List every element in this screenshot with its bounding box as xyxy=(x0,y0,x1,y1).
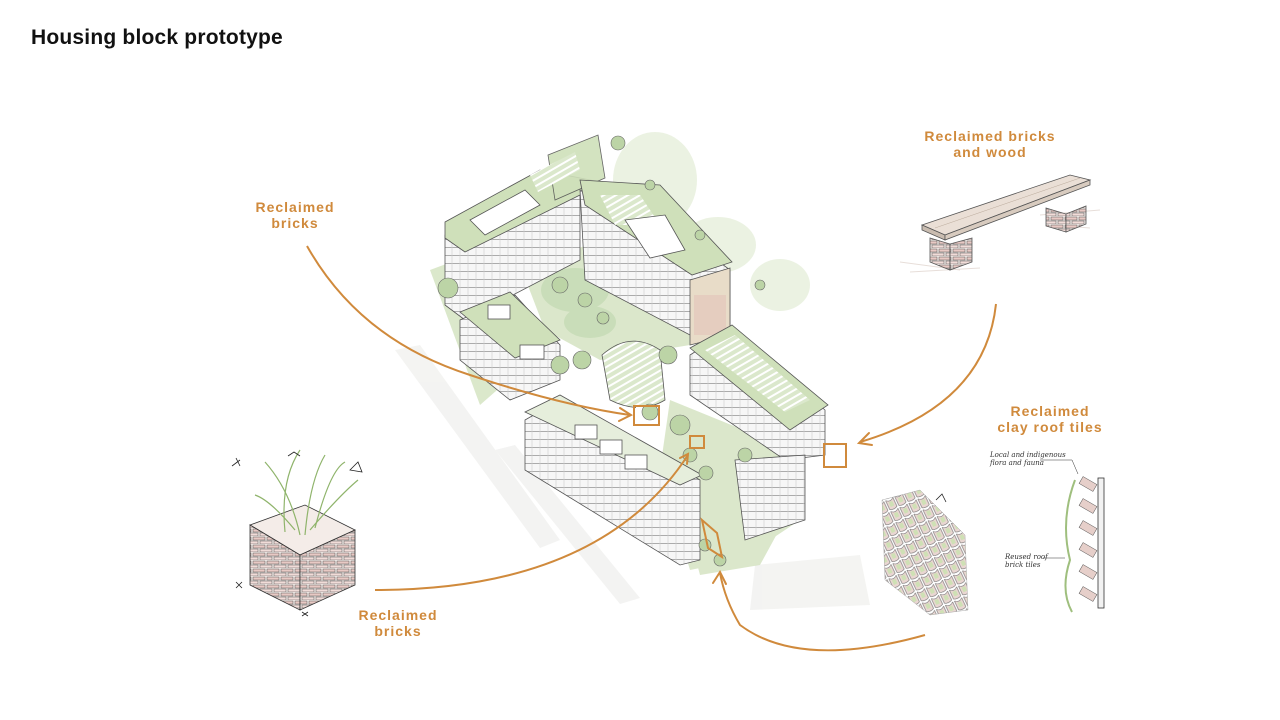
label-line-2: clay roof tiles xyxy=(975,419,1125,435)
highlight-box-bench xyxy=(824,444,846,467)
label-reclaimed-clay-roof-tiles: Reclaimed clay roof tiles xyxy=(975,403,1125,435)
clay-tiles-illustration xyxy=(882,490,968,615)
brick-planter-illustration xyxy=(232,450,362,616)
label-reclaimed-bricks-top: Reclaimed bricks xyxy=(245,199,345,231)
note-line-2: brick tiles xyxy=(1005,561,1048,569)
label-line-2: bricks xyxy=(245,215,345,231)
note-line-1: Local and indigenous xyxy=(990,451,1066,459)
label-line-1: Reclaimed xyxy=(245,199,345,215)
note-line-2: flora and fauna xyxy=(990,459,1066,467)
label-line-2: and wood xyxy=(905,144,1075,160)
label-line-1: Reclaimed bricks xyxy=(905,128,1075,144)
label-reclaimed-bricks-bottom: Reclaimed bricks xyxy=(348,607,448,639)
note-line-1: Reused roof xyxy=(1005,553,1048,561)
note-reused-tiles: Reused roof brick tiles xyxy=(1005,553,1048,569)
note-flora-fauna: Local and indigenous flora and fauna xyxy=(990,451,1066,467)
label-line-1: Reclaimed xyxy=(348,607,448,623)
label-line-1: Reclaimed xyxy=(975,403,1125,419)
tile-wall-section xyxy=(1040,460,1104,612)
label-line-2: bricks xyxy=(348,623,448,639)
label-reclaimed-bricks-wood: Reclaimed bricks and wood xyxy=(905,128,1075,160)
bench-illustration xyxy=(900,175,1100,272)
